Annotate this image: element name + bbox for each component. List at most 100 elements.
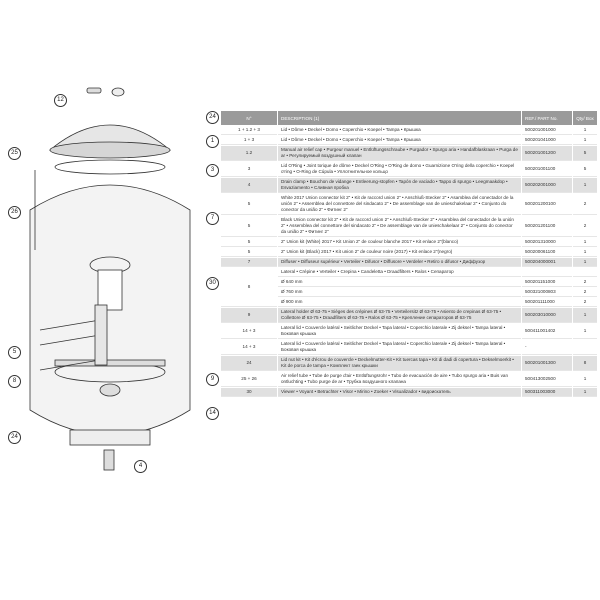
part-number: 5 bbox=[221, 248, 277, 257]
part-qty: 2 bbox=[573, 288, 597, 297]
part-description: Manual air relief cap • Purgeur manuel •… bbox=[278, 146, 521, 161]
header-number: N° bbox=[221, 111, 277, 125]
part-ref: 500411001402 bbox=[522, 324, 572, 339]
part-qty: 1 bbox=[573, 388, 597, 397]
header-description: DESCRIPTION (1) bbox=[278, 111, 521, 125]
part-description: Lateral • Crépine • Verteiler • Crepina … bbox=[278, 268, 521, 277]
part-description: Diffuser • Diffuseur supérieur • Verteil… bbox=[278, 258, 521, 267]
part-qty: 1 bbox=[573, 372, 597, 387]
part-qty: 1 bbox=[573, 248, 597, 257]
part-description: White 2017 Union connector kit 2" • Kit … bbox=[278, 194, 521, 215]
part-ref: 500202001000 bbox=[522, 178, 572, 193]
callout-8: 8 bbox=[8, 375, 21, 388]
callout-5: 5 bbox=[8, 346, 21, 359]
callout-24-bottom: 24 bbox=[8, 431, 21, 444]
part-description: Lateral lid • Couvercle latéral • Seitli… bbox=[278, 324, 521, 339]
part-number: 24 bbox=[221, 356, 277, 371]
part-description: Drain clamp • Bouchon de vidange • Entle… bbox=[278, 178, 521, 193]
header-qty: Qty/ Box bbox=[573, 111, 597, 125]
callout-3: 3 bbox=[206, 164, 219, 177]
part-number: 1 + 3 bbox=[221, 136, 277, 145]
part-number: 25 + 26 bbox=[221, 372, 277, 387]
part-description: Lid • Dôme • Deckel • Domo • Coperchio •… bbox=[278, 136, 521, 145]
part-number: 1 + 1.2 + 3 bbox=[221, 126, 277, 135]
callout-12: 12 bbox=[54, 94, 67, 107]
part-ref: 500201001100 bbox=[522, 162, 572, 177]
part-qty: 1 bbox=[573, 178, 597, 193]
header-ref: REF./ PART No. bbox=[522, 111, 572, 125]
part-qty: 1 bbox=[573, 324, 597, 339]
part-number: 8 bbox=[221, 268, 277, 307]
part-description: 2" Union kit (Black) 2017 • Kit union 2"… bbox=[278, 248, 521, 257]
table-header: N° DESCRIPTION (1) REF./ PART No. Qty/ B… bbox=[221, 111, 597, 125]
part-qty: 2 bbox=[573, 298, 597, 307]
part-ref: 500201041000 bbox=[522, 136, 572, 145]
part-qty: 2 bbox=[573, 216, 597, 237]
parts-table: N° DESCRIPTION (1) REF./ PART No. Qty/ B… bbox=[220, 110, 598, 398]
callout-14: 14 bbox=[206, 407, 219, 420]
part-ref: 500203010000 bbox=[522, 308, 572, 323]
callout-7: 7 bbox=[206, 212, 219, 225]
part-ref: 500201111000 bbox=[522, 298, 572, 307]
callout-24-top: 24 bbox=[206, 111, 219, 124]
part-description: Lid O'Ring • Joint torique de dôme • Dec… bbox=[278, 162, 521, 177]
part-description: 2" Union kit (White) 2017 • Kit Union 2"… bbox=[278, 238, 521, 247]
callout-9: 9 bbox=[206, 373, 219, 386]
part-description: Lateral holder Ø 63-75 • Sièges des crép… bbox=[278, 308, 521, 323]
part-ref: 500311003000 bbox=[522, 388, 572, 397]
part-qty: 2 bbox=[573, 278, 597, 287]
lateral-size: Ø 640 mm bbox=[278, 278, 521, 287]
filter-tank-drawing bbox=[29, 87, 191, 471]
part-description: Lid nut kit • Kit d'écrou de couvercle •… bbox=[278, 356, 521, 371]
part-qty: 1 bbox=[573, 238, 597, 247]
part-qty: 1 bbox=[573, 258, 597, 267]
part-ref: 500201201100 bbox=[522, 216, 572, 237]
part-number: 7 bbox=[221, 258, 277, 267]
lateral-size: Ø 760 mm bbox=[278, 288, 521, 297]
lateral-size: Ø 900 mm bbox=[278, 298, 521, 307]
callout-30: 30 bbox=[206, 277, 219, 290]
part-ref: 500201001300 bbox=[522, 356, 572, 371]
part-number: 5 bbox=[221, 194, 277, 215]
part-description: Lid • Dôme • Deckel • Domo • Coperchio •… bbox=[278, 126, 521, 135]
part-number: 30 bbox=[221, 388, 277, 397]
part-ref: 500413002500 bbox=[522, 372, 572, 387]
part-ref: 500201001200 bbox=[522, 146, 572, 161]
part-number: 1.2 bbox=[221, 146, 277, 161]
part-ref: 500204000001 bbox=[522, 258, 572, 267]
part-qty: 5 bbox=[573, 146, 597, 161]
part-ref: 500321000803 bbox=[522, 288, 572, 297]
part-ref: 500201151000 bbox=[522, 278, 572, 287]
part-description: Air relief tube • Tube de purge d'air • … bbox=[278, 372, 521, 387]
part-qty: 5 bbox=[573, 162, 597, 177]
callout-4: 4 bbox=[134, 460, 147, 473]
part-ref: 500201200100 bbox=[522, 194, 572, 215]
part-ref: 500200061100 bbox=[522, 248, 572, 257]
part-ref bbox=[522, 268, 572, 277]
part-ref: - bbox=[522, 340, 572, 355]
part-ref: 500201310000 bbox=[522, 238, 572, 247]
part-description: Black Union connector kit 2" • Kit de ra… bbox=[278, 216, 521, 237]
part-number: 3 bbox=[221, 162, 277, 177]
part-ref: 500201001000 bbox=[522, 126, 572, 135]
part-qty bbox=[573, 268, 597, 277]
part-qty: 2 bbox=[573, 194, 597, 215]
callout-25: 25 bbox=[8, 147, 21, 160]
part-number: 4 bbox=[221, 178, 277, 193]
part-number: 5 bbox=[221, 216, 277, 237]
